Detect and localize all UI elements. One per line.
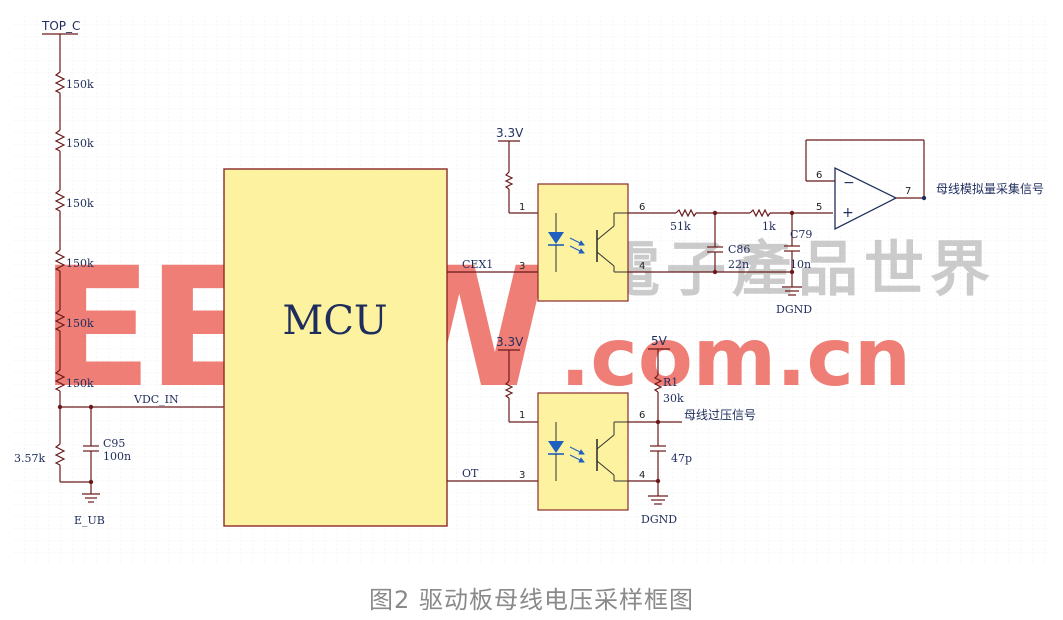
watermark-cn-text: 電子產品世界 (600, 235, 996, 305)
resistor-r6: 150k (54, 369, 94, 392)
mcu-block: MCU (223, 168, 448, 527)
opamp-output-label: 母线模拟量采集信号 (936, 181, 1044, 196)
opto1-r1k (749, 208, 771, 218)
opto2-pullup-supply: 5V (651, 334, 668, 348)
mcu-label: MCU (282, 298, 387, 344)
watermark: EEPW .com.cn 電子產品世界 (40, 232, 996, 424)
opto1-pin3: 3 (519, 261, 525, 272)
resistor-r5-value: 150k (66, 317, 94, 330)
opto1-ground-label: DGND (776, 303, 812, 316)
figure-caption: 图2 驱动板母线电压采样框图 (369, 586, 694, 614)
cap-c79-name: C79 (790, 228, 812, 241)
opamp-triangle-icon (834, 166, 898, 231)
opto1-r-second-value: 1k (762, 220, 776, 233)
opto2-cap-value: 47p (671, 452, 692, 465)
opto1-pin1: 1 (519, 202, 525, 213)
opamp-plus: + (842, 205, 854, 221)
ground-dgnd-2-icon (648, 495, 668, 505)
schematic-sheet: EEPW .com.cn 電子產品世界 TOP_C 150k 150k 150k… (14, 14, 1054, 562)
resistor-bottom-value: 3.57k (14, 452, 45, 465)
resistor-divider: TOP_C 150k 150k 150k 150k 150k (14, 19, 224, 527)
opto1-pin4: 4 (639, 261, 645, 272)
opto2-ground-label: DGND (641, 513, 677, 526)
opto2-pin4: 4 (639, 470, 645, 481)
opto2-pin1: 1 (519, 410, 525, 421)
opto2-r-name: R1 (663, 376, 678, 389)
opto2-pin6: 6 (639, 410, 645, 421)
optocoupler-2: 3.3V 1 OT 3 6 4 5V R1 30k (447, 334, 756, 526)
resistor-r3: 150k (54, 189, 94, 212)
cap-c95-name: C95 (103, 437, 125, 450)
opto2-pin3: 3 (519, 470, 525, 481)
resistor-r5: 150k (54, 309, 94, 332)
opto2-r-value: 30k (663, 392, 684, 405)
opamp-pin5: 5 (816, 202, 822, 213)
resistor-r1-value: 150k (66, 78, 94, 91)
opamp-pin6: 6 (816, 170, 822, 181)
ground-e-ub-icon (82, 493, 100, 503)
net-ot: OT (462, 467, 479, 480)
net-top-c: TOP_C (41, 19, 80, 33)
cap-c86-name: C86 (728, 243, 750, 256)
resistor-r2: 150k (54, 129, 94, 152)
optocoupler-1: 3.3V 1 CEX1 3 6 4 51k 1k (447, 126, 833, 316)
opto1-supply-label: 3.3V (496, 126, 524, 140)
resistor-r3-value: 150k (66, 197, 94, 210)
net-cex1: CEX1 (462, 258, 493, 271)
grid-background (14, 14, 1054, 562)
opto2-led-icon (548, 441, 564, 453)
resistor-r4: 150k (54, 249, 94, 272)
resistor-bottom: 3.57k (14, 443, 66, 466)
ground-dgnd-1-icon (782, 286, 802, 296)
cap-c95-value: 100n (103, 450, 131, 463)
resistor-r2-value: 150k (66, 137, 94, 150)
resistor-r6-value: 150k (66, 377, 94, 390)
opamp-buffer: − + 6 5 7 母线模拟量采集信号 (805, 139, 1044, 231)
resistor-r4-value: 150k (66, 257, 94, 270)
cap-c86-value: 22n (728, 258, 749, 271)
net-e-ub: E_UB (74, 514, 105, 527)
opto2-supply-label: 3.3V (496, 335, 524, 349)
resistor-r1: 150k (54, 71, 94, 94)
opto1-r-series-value: 51k (670, 220, 691, 233)
opto1-pin6: 6 (639, 202, 645, 213)
opto1-r51k (675, 208, 697, 218)
net-vdc-in: VDC_IN (133, 393, 179, 406)
cap-c79-value: 10n (790, 258, 811, 271)
opamp-pin7: 7 (905, 186, 911, 197)
opamp-minus: − (843, 175, 855, 191)
watermark-site-text: .com.cn (560, 311, 911, 404)
opto2-output-label: 母线过压信号 (684, 408, 756, 422)
opto1-led-icon (548, 232, 564, 244)
